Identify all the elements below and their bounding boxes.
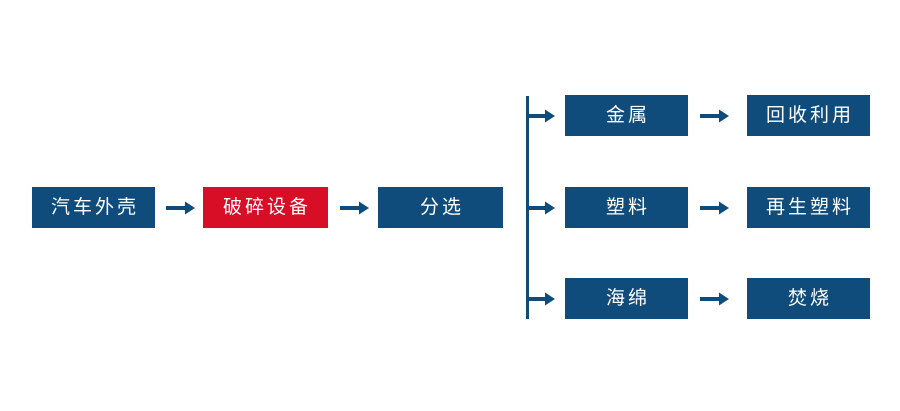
node-input-car-shell[interactable]: 汽车外壳 xyxy=(32,187,155,228)
node-destination-regenerated-plastic[interactable]: 再生塑料 xyxy=(747,187,870,228)
arrow-right-icon-branch-plastic xyxy=(528,195,556,221)
arrow-right-icon-process-to-sorting xyxy=(340,195,370,221)
arrow-right-icon-branch-sponge xyxy=(528,286,556,312)
node-material-sponge[interactable]: 海绵 xyxy=(565,278,688,319)
branch-split-icon-trunk xyxy=(526,96,529,319)
node-process-shredder[interactable]: 破碎设备 xyxy=(203,187,328,228)
arrow-right-icon-input-to-process xyxy=(166,195,196,221)
node-destination-recycle[interactable]: 回收利用 xyxy=(747,95,870,136)
node-sorting[interactable]: 分选 xyxy=(378,187,503,228)
node-material-metal[interactable]: 金属 xyxy=(565,95,688,136)
node-destination-incineration[interactable]: 焚烧 xyxy=(747,278,870,319)
node-material-plastic[interactable]: 塑料 xyxy=(565,187,688,228)
arrow-right-icon-metal-to-recycle xyxy=(700,103,730,129)
arrow-right-icon-sponge-to-incineration xyxy=(700,286,730,312)
arrow-right-icon-branch-metal xyxy=(528,103,556,129)
arrow-right-icon-plastic-to-regenerated xyxy=(700,195,730,221)
